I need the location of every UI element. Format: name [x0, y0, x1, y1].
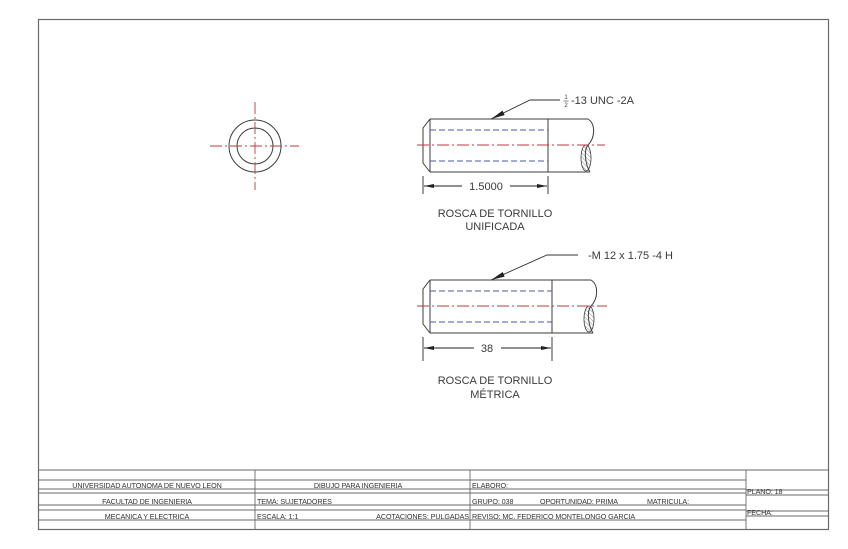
university-name: UNIVERSIDAD AUTONOMA DE NUEVO LEON: [72, 481, 221, 490]
thread-callout: -13 UNC -2A: [571, 95, 635, 107]
callout-fraction-den: 2: [564, 103, 568, 109]
metric-thread-part: -M 12 x 1.75 -4 H 38 ROSCA DE TORNILLO M…: [417, 250, 673, 401]
dimension-value: 1.5000: [469, 181, 503, 193]
date: FECHA:: [747, 508, 773, 517]
units: ACOTACIONES: PULGADAS: [376, 512, 469, 521]
callout-fraction-num: 1: [564, 95, 568, 101]
caption-line1: ROSCA DE TORNILLO: [438, 375, 553, 387]
caption-line2: MÉTRICA: [470, 388, 520, 401]
part-outline: [422, 118, 590, 173]
part-outline: [422, 279, 593, 334]
opportunity: OPORTUNIDAD: PRIMA: [540, 497, 618, 506]
callout-leader: [490, 99, 560, 120]
break-hatch: [580, 144, 592, 172]
reviewed-by: REVISO: MC. FEDERICO MONTELONGO GARCIA: [472, 512, 635, 521]
course-name: DIBUJO PARA INGENIERIA: [314, 481, 403, 490]
caption-line1: ROSCA DE TORNILLO: [438, 208, 553, 220]
drawing-border: [37, 18, 830, 531]
end-view: [210, 102, 299, 190]
student-id: MATRICULA:: [647, 497, 689, 506]
topic: TEMA: SUJETADORES: [257, 497, 332, 506]
dimension-value: 38: [481, 343, 493, 355]
unified-thread-part: 1 2 -13 UNC -2A 1.5000 ROSCA DE TORNILLO…: [417, 95, 635, 233]
scale: ESCALA: 1:1: [257, 512, 298, 521]
made-by: ELABORO:: [472, 481, 508, 490]
caption-line2: UNIFICADA: [465, 221, 525, 233]
break-hatch: [583, 305, 595, 333]
group: GRUPO: 038: [472, 497, 513, 506]
callout-leader: [490, 254, 578, 281]
department-name: MECANICA Y ELECTRICA: [105, 512, 190, 521]
title-block: UNIVERSIDAD AUTONOMA DE NUEVO LEON FACUL…: [38, 469, 828, 529]
thread-callout: -M 12 x 1.75 -4 H: [588, 250, 673, 262]
faculty-name: FACULTAD DE INGENIERIA: [102, 497, 192, 506]
sheet-number: PLANO: 18: [747, 487, 783, 496]
